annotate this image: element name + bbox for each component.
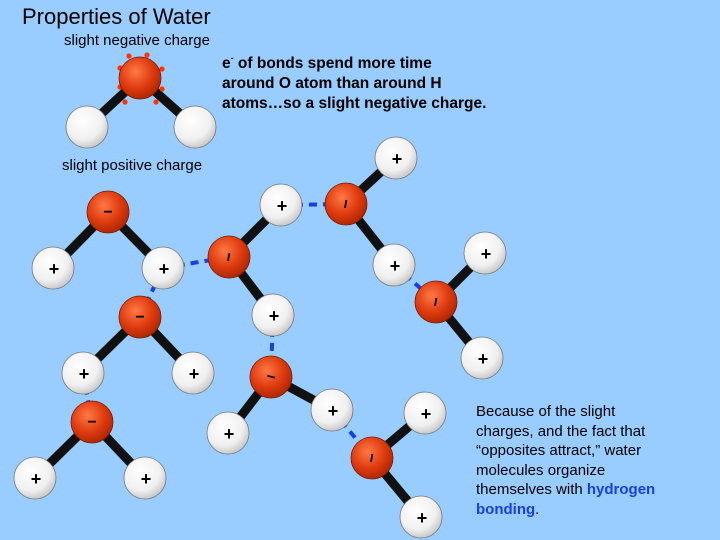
molecule-f-plus-sign-1: + bbox=[481, 244, 492, 264]
molecule-a-plus-sign-2: + bbox=[159, 259, 170, 279]
molecule-e-minus-sign: − bbox=[337, 198, 355, 210]
electron-dot-8 bbox=[153, 99, 159, 105]
caption-line-6: bonding. bbox=[476, 500, 540, 518]
electron-dot-4 bbox=[159, 66, 165, 72]
molecule-g-minus-sign: − bbox=[264, 368, 277, 387]
hydrogen-bond-7 bbox=[330, 408, 374, 460]
molecule-c-plus-sign-2: + bbox=[141, 469, 152, 489]
molecule-g-plus-sign-1: + bbox=[224, 424, 235, 444]
molecule-a-plus-sign-1: + bbox=[49, 259, 60, 279]
molecule-e-plus-sign-2: + bbox=[390, 256, 401, 276]
top-left-reference-hydrogen-atom-2 bbox=[173, 105, 217, 149]
molecule-c-hydrogen-atom-1 bbox=[13, 456, 57, 500]
molecule-b-plus-sign-1: + bbox=[79, 364, 90, 384]
molecule-h-plus-sign-1: + bbox=[421, 404, 432, 424]
molecule-g-oxygen-atom bbox=[249, 355, 293, 399]
electron-symbol: e bbox=[222, 55, 231, 72]
molecule-h-hydrogen-atom-1 bbox=[403, 391, 447, 435]
electron-dot-6 bbox=[122, 99, 128, 105]
molecule-c-plus-sign-1: + bbox=[31, 469, 42, 489]
molecule-b-plus-sign-2: + bbox=[189, 364, 200, 384]
molecule-f-oxygen-atom bbox=[414, 280, 458, 324]
molecule-b-hydrogen-atom-2 bbox=[171, 351, 215, 395]
explanation-line-3: atoms…so a slight negative charge. bbox=[222, 95, 487, 112]
bonding-highlight: bonding bbox=[476, 500, 536, 518]
explanation-line-2: around O atom than around H bbox=[222, 75, 442, 92]
molecule-e-hydrogen-atom-2 bbox=[372, 243, 416, 287]
top-left-reference-hydrogen-atom-1 bbox=[65, 105, 109, 149]
electron-dot-3 bbox=[144, 52, 150, 58]
caption-line-5: themselves with hydrogen bbox=[476, 481, 656, 498]
caption-line-3: “opposites attract,” water bbox=[476, 442, 642, 459]
molecule-a-minus-sign: − bbox=[103, 204, 112, 221]
molecule-e-plus-sign-1: + bbox=[392, 149, 403, 169]
molecule-d-oxygen-atom bbox=[207, 235, 251, 279]
positive-charge-label: slight positive charge bbox=[62, 157, 203, 174]
electron-explanation: e- of bonds spend more time around O ato… bbox=[222, 54, 486, 114]
hydrogen-bond-1 bbox=[162, 255, 230, 270]
molecule-a-hydrogen-atom-1 bbox=[31, 246, 75, 290]
caption-line-4: molecules organize bbox=[476, 461, 606, 479]
hydrogen-bonding-caption: Because of the slight charges, and the f… bbox=[476, 402, 655, 519]
molecule-b-minus-sign: − bbox=[135, 309, 144, 326]
molecule-d-plus-sign-2: + bbox=[269, 306, 280, 326]
molecule-f-plus-sign-2: + bbox=[478, 349, 489, 369]
hydrogen-highlight: hydrogen bbox=[586, 481, 656, 498]
molecule-e-oxygen-atom bbox=[324, 182, 368, 226]
molecule-g-hydrogen-atom-2 bbox=[310, 388, 354, 432]
molecule-d-minus-sign: − bbox=[220, 251, 238, 263]
molecule-e-hydrogen-atom-1 bbox=[374, 136, 418, 180]
negative-charge-label: slight negative charge bbox=[64, 32, 210, 49]
caption-line-2: charges, and the fact that bbox=[476, 422, 646, 440]
molecule-a-oxygen-atom bbox=[86, 190, 130, 234]
hydrogen-bond-6 bbox=[269, 314, 275, 378]
caption-line-1: Because of the slight bbox=[476, 403, 616, 420]
molecule-b-oxygen-atom bbox=[118, 295, 162, 339]
molecule-c-hydrogen-atom-2 bbox=[123, 456, 167, 500]
electron-charge-superscript: - bbox=[230, 53, 234, 63]
molecule-b-hydrogen-atom-1 bbox=[61, 351, 105, 395]
molecule-h-minus-sign: − bbox=[363, 452, 381, 464]
molecule-c-minus-sign: − bbox=[87, 414, 96, 431]
molecule-c-oxygen-atom bbox=[70, 400, 114, 444]
molecule-g-plus-sign-2: + bbox=[328, 401, 339, 421]
molecule-a-hydrogen-atom-2 bbox=[141, 246, 185, 290]
molecule-h-oxygen-atom bbox=[350, 436, 394, 480]
molecule-f-minus-sign: − bbox=[427, 296, 445, 308]
molecule-d-plus-sign-1: + bbox=[277, 196, 288, 216]
molecule-f-hydrogen-atom-2 bbox=[460, 336, 504, 380]
molecule-d-hydrogen-atom-2 bbox=[251, 293, 295, 337]
molecule-g-hydrogen-atom-1 bbox=[206, 411, 250, 455]
molecule-h-plus-sign-2: + bbox=[417, 508, 428, 528]
hydrogen-bond-4 bbox=[280, 202, 347, 207]
molecule-h-hydrogen-atom-2 bbox=[399, 495, 443, 539]
page-title: Properties of Water bbox=[22, 4, 211, 29]
molecule-f-hydrogen-atom-1 bbox=[463, 231, 507, 275]
molecule-d-hydrogen-atom-1 bbox=[259, 183, 303, 227]
electron-dot-7 bbox=[159, 86, 165, 92]
electron-dot-2 bbox=[126, 53, 132, 59]
explanation-line-1: e- of bonds spend more time bbox=[222, 53, 432, 73]
top-left-reference-oxygen-atom bbox=[118, 56, 162, 100]
atoms: + + − + + − + + − + + − + + − + + − + + − + + − bbox=[13, 56, 507, 539]
